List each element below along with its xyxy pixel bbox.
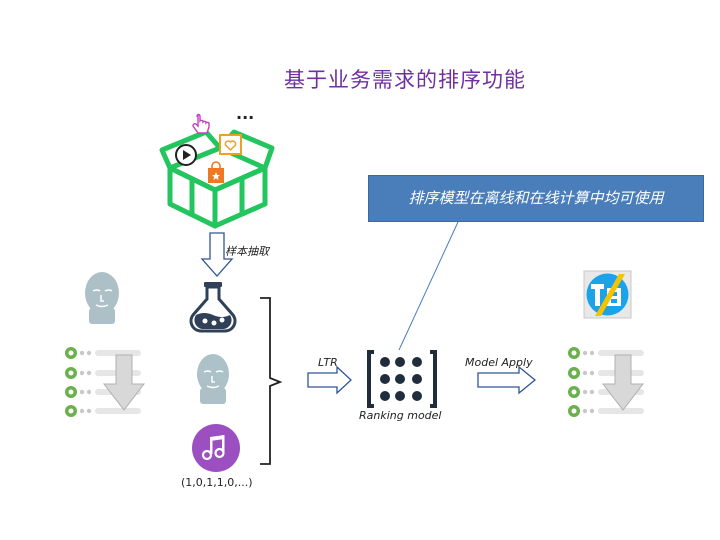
shopping-bag-icon [208,161,224,183]
face-icon [197,354,229,404]
app-logo-icon [583,270,632,319]
heart-icon [219,134,242,155]
page-title: 基于业务需求的排序功能 [284,68,526,92]
model-label: Ranking model [359,409,442,422]
ltr-label: LTR [318,356,338,369]
feature-vector-label: (1,0,1,1,0,...) [181,476,253,489]
more-indicator: ... [236,104,255,123]
right-brace [260,297,283,465]
face-icon [85,272,119,324]
music-note-icon [192,424,240,472]
callout-box: 排序模型在离线和在线计算中均可使用 [368,175,704,222]
apply-label: Model Apply [465,356,533,369]
gift-box-icon [159,129,275,229]
down-arrow-icon [102,354,146,411]
right-arrow-icon [477,365,537,395]
play-icon [175,144,197,166]
hand-pointer-icon [192,113,210,134]
flask-icon [189,282,237,333]
down-arrow-icon [200,232,234,277]
down-arrow-icon [601,354,645,411]
matrix-icon [367,350,437,408]
right-arrow-icon [307,365,352,395]
sample-label: 样本抽取 [225,245,269,258]
